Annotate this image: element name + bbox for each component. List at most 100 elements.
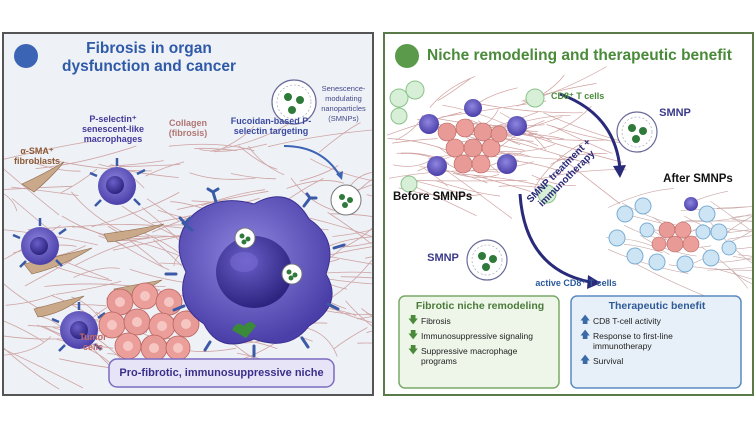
before-tumor: [437, 118, 508, 174]
right-title: Niche remodeling and therapeutic benefit: [427, 47, 732, 64]
collagen-fiber: [4, 283, 41, 310]
collagen-fiber: [727, 235, 752, 240]
collagen-fiber: [608, 188, 674, 208]
collagen-fiber: [607, 248, 689, 274]
collagen-fiber: [152, 239, 183, 267]
collagen-fiber: [516, 74, 565, 107]
benefit-item: 🡅 CD8 T-cell activity: [580, 315, 742, 327]
collagen-fiber: [681, 213, 752, 223]
collagen-fiber: [714, 268, 752, 280]
remodeling-item-text: Suppressive macrophage programs: [421, 346, 518, 366]
niche-banner: [108, 358, 335, 388]
collagen-fiber: [4, 168, 60, 216]
right-illustration: [386, 44, 752, 389]
smnp-particles: [234, 79, 362, 285]
collagen-fiber: [499, 112, 547, 151]
collagen-fiber: [118, 164, 181, 167]
collagen-fiber: [357, 316, 372, 320]
collagen-fiber: [423, 167, 448, 187]
label-macrophages: P-selectin⁺ senescent-like macrophages: [81, 114, 145, 144]
remodeling-item-text: Fibrosis: [421, 316, 451, 326]
after-tumor: [651, 221, 700, 253]
benefit-box-bg: [570, 295, 742, 389]
collagen-fiber: [342, 242, 372, 248]
collagen-fiber: [4, 193, 18, 212]
arrow-bottom: [518, 193, 591, 284]
collagen-fiber: [56, 339, 110, 363]
remodeling-box: Fibrotic niche remodeling 🡇 Fibrosis 🡇 I…: [399, 296, 561, 390]
collagen-fiber: [74, 236, 150, 266]
small-macrophages: [12, 158, 146, 352]
up-arrow-icon: 🡅: [580, 315, 591, 326]
collagen-fiber: [550, 153, 608, 165]
up-arrow-icon: 🡅: [580, 355, 591, 366]
down-arrow-icon: 🡇: [408, 315, 419, 326]
benefit-item-text: Survival: [593, 356, 624, 366]
collagen-fiber: [199, 143, 267, 152]
collagen-fiber: [482, 120, 545, 164]
collagen-fiber: [168, 143, 255, 152]
label-cd8: CD8⁺ T cells: [551, 91, 605, 101]
label-targeting: Fucoidan-based P-selectin targeting: [230, 116, 312, 136]
right-title-dot: [395, 44, 419, 68]
label-before: Before SMNPs: [393, 191, 473, 203]
after-macrophage: [684, 197, 698, 211]
collagen-fiber: [400, 152, 456, 169]
collagen-fiber: [306, 327, 338, 357]
collagen-fiber: [4, 347, 60, 390]
collagen-fiber: [146, 198, 179, 222]
remodeling-item: 🡇 Suppressive macrophage programs: [408, 346, 560, 367]
collagen-fiber: [700, 246, 749, 289]
left-title-dot: [14, 44, 38, 68]
collagen-fiber: [108, 160, 164, 167]
collagen-fiber: [333, 327, 368, 350]
benefit-box-title: Therapeutic benefit: [608, 300, 706, 312]
collagen-fiber: [310, 158, 372, 182]
collagen-fiber: [350, 172, 372, 187]
collagen-fiber: [340, 276, 372, 279]
collagen-fiber: [629, 260, 718, 302]
smnp-legend-icon: [271, 79, 317, 125]
collagen-fiber: [176, 190, 269, 210]
collagen-fiber: [345, 300, 372, 327]
collagen-fiber: [357, 342, 372, 344]
right-panel: Niche remodeling and therapeutic benefit…: [383, 32, 754, 396]
collagen-fiber: [59, 168, 98, 194]
collagen-fiber: [145, 161, 185, 177]
collagen-fiber: [361, 308, 372, 318]
senescent-macrophage: [164, 187, 346, 358]
collagen-fiber: [419, 166, 488, 184]
collagen-fiber: [515, 160, 564, 173]
down-arrow-icon: 🡇: [408, 330, 419, 341]
collagen-fiber: [365, 256, 372, 259]
left-panel: Fibrosis in organ dysfunction and cancer…: [2, 32, 374, 396]
collagen-fiber: [730, 215, 752, 219]
collagen-fiber: [286, 180, 345, 189]
smnp-top-icon: [616, 111, 658, 153]
collagen-fiber: [350, 184, 372, 193]
collagen-fiber: [299, 165, 339, 182]
collagen-fiber: [107, 225, 164, 268]
collagen-fiber: [392, 138, 438, 144]
benefit-box: Therapeutic benefit 🡅 CD8 T-cell activit…: [571, 296, 743, 390]
collagen-fiber: [11, 198, 50, 230]
collagen-fiber: [522, 132, 623, 163]
collagen-fiber: [342, 227, 372, 249]
collagen-fiber: [727, 228, 752, 232]
collagen-fiber: [732, 256, 752, 261]
label-smnp-bottom: SMNP: [427, 252, 459, 264]
collagen-fiber: [710, 201, 750, 230]
collagen-fiber: [452, 173, 548, 188]
collagen-fiber: [4, 140, 93, 160]
collagen-fiber: [415, 179, 527, 182]
tumor-cells: [98, 282, 200, 362]
label-fibroblasts: α-SMA⁺ fibroblasts: [13, 146, 60, 166]
after-t-cells: [608, 197, 737, 273]
collagen-fiber: [477, 103, 583, 114]
collagen-fiber: [201, 189, 265, 207]
collagen-fiber: [248, 145, 285, 176]
collagen-fiber: [707, 267, 752, 271]
collagen-fiber: [215, 125, 255, 153]
collagen-fiber: [98, 163, 179, 178]
collagen-fiber: [445, 169, 513, 219]
